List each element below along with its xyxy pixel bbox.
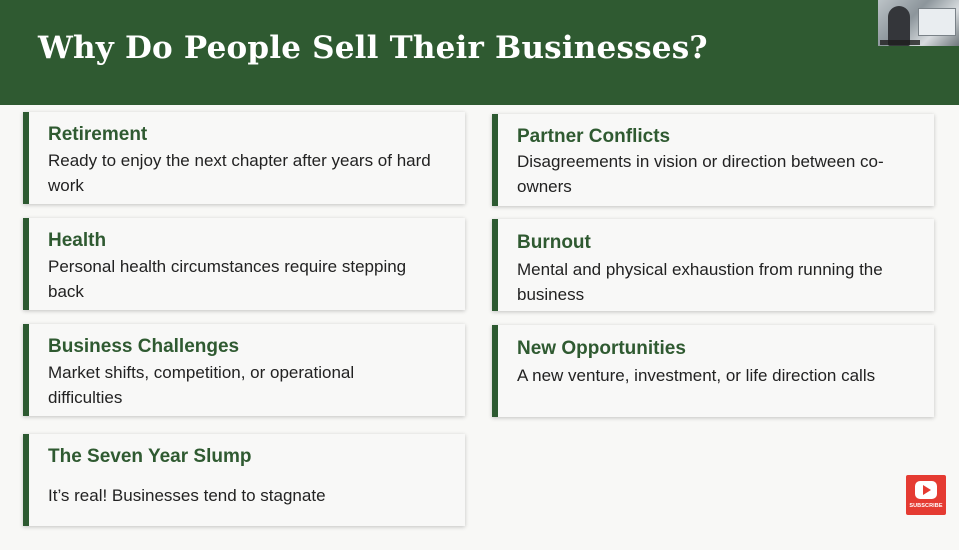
card-title: The Seven Year Slump bbox=[48, 446, 252, 467]
card-title: Retirement bbox=[48, 124, 148, 145]
card-health: Health Personal health circumstances req… bbox=[23, 218, 465, 310]
slide-header: Why Do People Sell Their Businesses? bbox=[0, 0, 959, 105]
card-description: Personal health circumstances require st… bbox=[48, 257, 407, 301]
webcam-name-bar bbox=[880, 40, 920, 45]
card-partner-conflicts: Partner Conflicts Disagreements in visio… bbox=[492, 114, 934, 206]
subscribe-button[interactable]: SUBSCRIBE bbox=[906, 475, 946, 515]
subscribe-label: SUBSCRIBE bbox=[909, 503, 943, 509]
card-description: Mental and physical exhaustion from runn… bbox=[517, 260, 883, 304]
presenter-figure bbox=[888, 6, 910, 46]
card-seven-year-slump: The Seven Year Slump It’s real! Business… bbox=[23, 434, 465, 526]
webcam-thumbnail[interactable] bbox=[878, 0, 959, 46]
card-description: A new venture, investment, or life direc… bbox=[517, 366, 876, 385]
card-description: Disagreements in vision or direction bet… bbox=[517, 152, 884, 196]
card-new-opportunities: New Opportunities A new venture, investm… bbox=[492, 325, 934, 417]
card-title: Health bbox=[48, 230, 107, 251]
card-title: Business Challenges bbox=[48, 336, 240, 357]
slide-title: Why Do People Sell Their Businesses? bbox=[38, 30, 708, 66]
youtube-play-icon bbox=[915, 481, 937, 499]
card-description: Ready to enjoy the next chapter after ye… bbox=[48, 151, 431, 195]
card-description: It’s real! Businesses tend to stagnate bbox=[48, 486, 326, 505]
webcam-background-screen bbox=[918, 8, 956, 36]
card-business-challenges: Business Challenges Market shifts, compe… bbox=[23, 324, 465, 416]
card-title: New Opportunities bbox=[517, 338, 686, 359]
card-burnout: Burnout Mental and physical exhaustion f… bbox=[492, 219, 934, 311]
card-description: Market shifts, competition, or operation… bbox=[48, 363, 355, 407]
play-triangle-icon bbox=[923, 485, 931, 495]
card-title: Partner Conflicts bbox=[517, 126, 671, 147]
card-retirement: Retirement Ready to enjoy the next chapt… bbox=[23, 112, 465, 204]
card-title: Burnout bbox=[517, 232, 591, 253]
